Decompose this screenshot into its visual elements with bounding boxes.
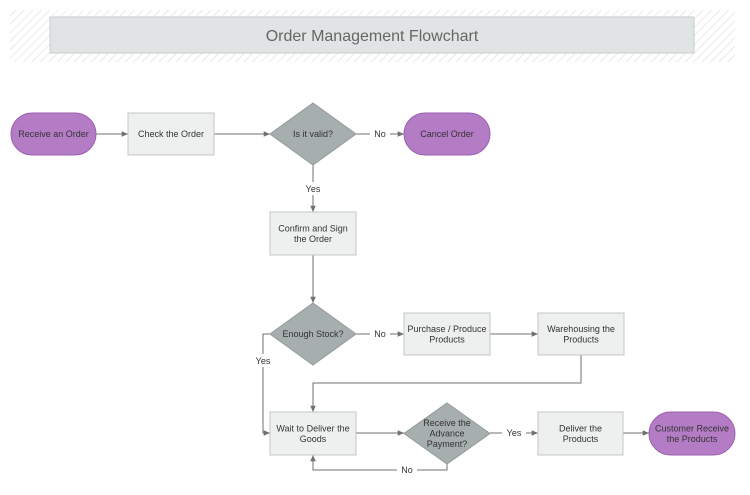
header-title-box bbox=[49, 16, 695, 54]
node-cancel-order-label: Cancel Order bbox=[420, 129, 474, 139]
node-label-line: Products bbox=[429, 334, 465, 344]
node-label-line: Warehousing the bbox=[547, 324, 615, 334]
node-receive-order-label: Receive an Order bbox=[18, 129, 89, 139]
node-label-line: Payment? bbox=[427, 439, 468, 449]
node-label-line: Goods bbox=[300, 434, 327, 444]
node-deliver-products[interactable] bbox=[537, 411, 624, 456]
node-label-line: Wait to Deliver the bbox=[276, 423, 349, 433]
edge-stock-to-wait bbox=[262, 333, 270, 436]
header: Order Management Flowchart bbox=[10, 10, 735, 62]
node-label-line: Customer Receive bbox=[655, 423, 729, 433]
edge-label-payment-no: No bbox=[401, 465, 413, 475]
node-enough-stock-label: Enough Stock? bbox=[282, 329, 343, 339]
node-wait-deliver[interactable] bbox=[269, 411, 357, 456]
edge-label-valid-yes: Yes bbox=[306, 184, 321, 194]
node-is-valid[interactable] bbox=[269, 102, 357, 166]
node-label-line: Receive an Order bbox=[18, 129, 89, 139]
node-label-line: Purchase / Produce bbox=[407, 324, 486, 334]
node-label-line: the Products bbox=[667, 434, 718, 444]
node-label-line: Confirm and Sign bbox=[278, 223, 348, 233]
node-label-line: Check the Order bbox=[138, 129, 204, 139]
edge-label-stock-yes: Yes bbox=[256, 356, 271, 366]
edge-payment-to-wait bbox=[310, 455, 448, 471]
node-purchase-produce[interactable] bbox=[403, 312, 491, 356]
node-check-order[interactable] bbox=[127, 112, 215, 156]
node-customer-receive[interactable] bbox=[648, 411, 736, 456]
node-cancel-order[interactable] bbox=[403, 112, 491, 156]
node-label-line: Cancel Order bbox=[420, 129, 474, 139]
node-label-line: the Order bbox=[294, 234, 332, 244]
edge-warehousing-to-wait bbox=[310, 355, 582, 412]
nodes: Receive an Order Cancel Order Customer R… bbox=[10, 102, 736, 465]
node-label-line: Products bbox=[563, 434, 599, 444]
node-receive-order[interactable] bbox=[10, 112, 97, 156]
edge-label-valid-no: No bbox=[374, 129, 386, 139]
node-warehousing[interactable] bbox=[537, 312, 625, 356]
node-is-valid-label: Is it valid? bbox=[293, 129, 333, 139]
node-label-line: Deliver the bbox=[559, 423, 602, 433]
node-label-line: Products bbox=[563, 334, 599, 344]
edge-label-stock-no: No bbox=[374, 329, 386, 339]
node-label-line: Advance bbox=[429, 429, 464, 439]
edge-labels: No Yes No Yes Yes No bbox=[252, 127, 526, 476]
node-label-line: Receive the bbox=[423, 418, 471, 428]
page-title: Order Management Flowchart bbox=[266, 28, 479, 45]
node-confirm-sign[interactable] bbox=[269, 211, 357, 256]
node-label-line: Is it valid? bbox=[293, 129, 333, 139]
node-advance-payment[interactable] bbox=[403, 402, 491, 465]
node-label-line: Enough Stock? bbox=[282, 329, 343, 339]
edge-label-payment-yes: Yes bbox=[507, 428, 522, 438]
node-enough-stock[interactable] bbox=[269, 302, 357, 366]
node-check-order-label: Check the Order bbox=[138, 129, 204, 139]
